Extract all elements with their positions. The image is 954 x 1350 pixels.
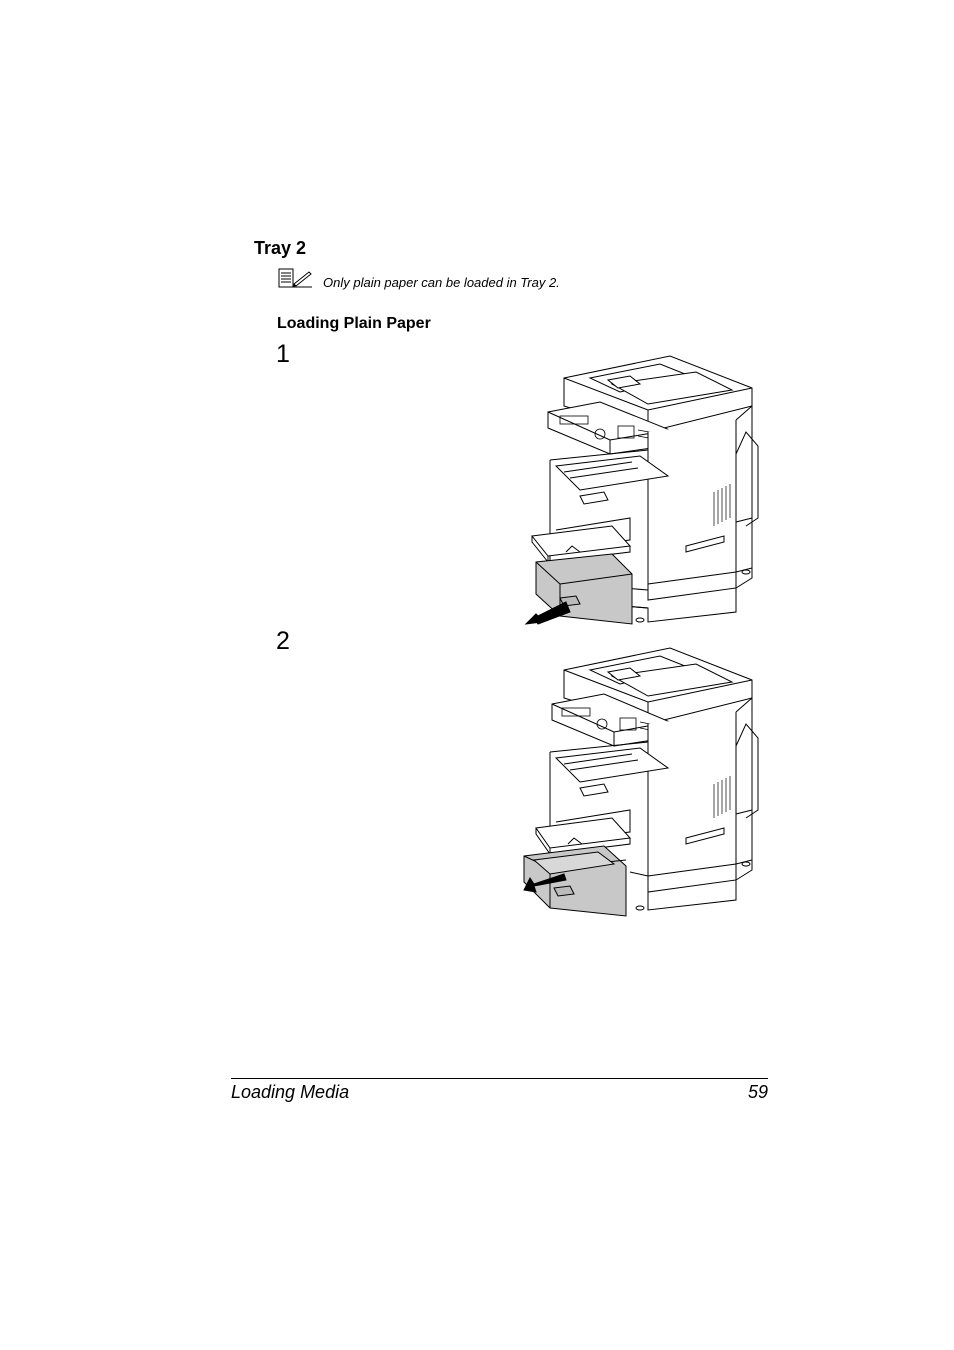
section-title: Tray 2 [254, 238, 307, 258]
note-text: Only plain paper can be loaded in Tray 2… [323, 275, 560, 290]
printer-tray2-lid-remove-icon [520, 642, 760, 922]
footer-page-number: 59 [747, 1082, 768, 1102]
step-number-2: 2 [276, 627, 290, 655]
step-number-1: 1 [276, 340, 290, 368]
subsection-title: Loading Plain Paper [277, 315, 431, 332]
printer-tray2-pull-out-icon [520, 350, 760, 630]
footer-divider [231, 1078, 768, 1079]
note-pencil-icon [278, 268, 314, 290]
footer-chapter-title: Loading Media [231, 1082, 350, 1102]
